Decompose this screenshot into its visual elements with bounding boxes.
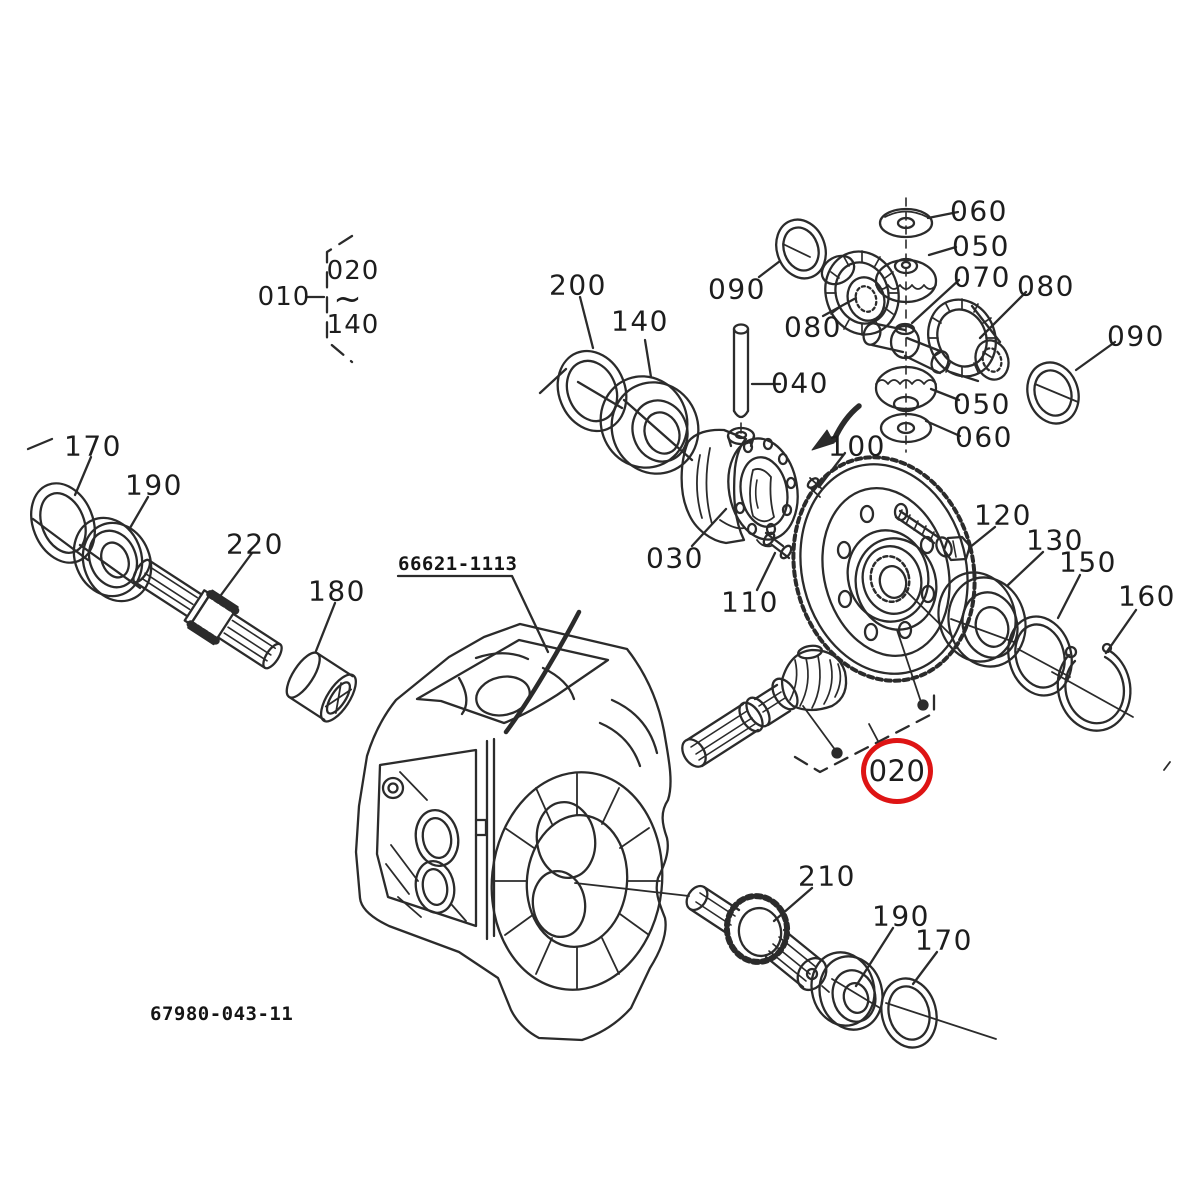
part-label-100: 100 [828, 429, 886, 463]
diff-case-030-drawing [680, 426, 799, 548]
leader-220 [219, 551, 254, 597]
group-ref-range-start: 020 [326, 256, 380, 286]
bearing-190-left-drawing [72, 495, 153, 603]
part-label-150: 150 [1059, 545, 1117, 579]
tick-mark [1163, 761, 1171, 771]
group-ref-range-separator: ~ [333, 279, 363, 319]
part-label-190: 190 [125, 468, 183, 502]
shaft-210-drawing [685, 884, 830, 993]
leader-180 [314, 601, 337, 653]
part-label-170: 170 [915, 923, 973, 957]
part-label-190: 190 [872, 899, 930, 933]
part-label-090: 090 [1107, 319, 1165, 353]
part-label-220: 220 [226, 527, 284, 561]
part-label-120: 120 [974, 498, 1032, 532]
coupling-180-drawing [285, 651, 357, 723]
leader-housing-part-number [396, 574, 550, 654]
part-label-080: 080 [784, 310, 842, 344]
part-label-170: 170 [64, 429, 122, 463]
part-label-200: 200 [549, 268, 607, 302]
housing-part-number: 66621-1113 [398, 553, 518, 575]
diff-spider-column-drawing [862, 197, 962, 453]
bevel-pinion-shaft-drawing [681, 644, 848, 768]
shaft-220-drawing [132, 558, 283, 670]
group-ref-label-010: 010 [257, 282, 311, 312]
part-label-180: 180 [308, 574, 366, 608]
bolt-120-drawing [894, 509, 997, 562]
washer-090-right-drawing [1026, 340, 1117, 425]
side-gear-080-right-drawing [927, 290, 1028, 383]
pin-040-drawing [732, 323, 782, 434]
part-label-050: 050 [953, 387, 1011, 421]
part-label-050: 050 [952, 229, 1010, 263]
snap-ring-160-drawing [1051, 608, 1138, 732]
part-label-070: 070 [953, 260, 1011, 294]
part-label-160: 160 [1118, 579, 1176, 613]
part-label-080: 080 [1017, 269, 1075, 303]
group-ref-range-end: 140 [326, 310, 380, 340]
part-label-040: 040 [771, 366, 829, 400]
bearing-190-bottom-drawing [810, 926, 895, 1031]
ring-200-drawing [538, 295, 628, 433]
washer-170-bottom-drawing [880, 950, 997, 1049]
part-label-020-highlighted: 020 [861, 738, 933, 804]
part-label-060: 060 [955, 420, 1013, 454]
bearing-130-drawing [937, 550, 1045, 668]
part-label-130: 130 [1026, 523, 1084, 557]
group-ref-bracket [304, 234, 354, 364]
part-label-110: 110 [721, 585, 779, 619]
drawing-number: 67980-043-11 [150, 1003, 294, 1025]
part-label-090: 090 [708, 272, 766, 306]
bearing-140-drawing [599, 338, 700, 475]
part-label-060: 060 [950, 194, 1008, 228]
part-label-030: 030 [646, 541, 704, 575]
part-label-210: 210 [798, 859, 856, 893]
axis-bottom-shaft [574, 882, 690, 897]
ring-gear-drawing [791, 455, 977, 683]
housing-drawing [354, 609, 672, 1042]
pin-110-drawing [755, 531, 793, 592]
washer-090-left-drawing [757, 218, 827, 280]
part-label-140: 140 [611, 304, 669, 338]
pin-100-drawing [806, 403, 862, 498]
